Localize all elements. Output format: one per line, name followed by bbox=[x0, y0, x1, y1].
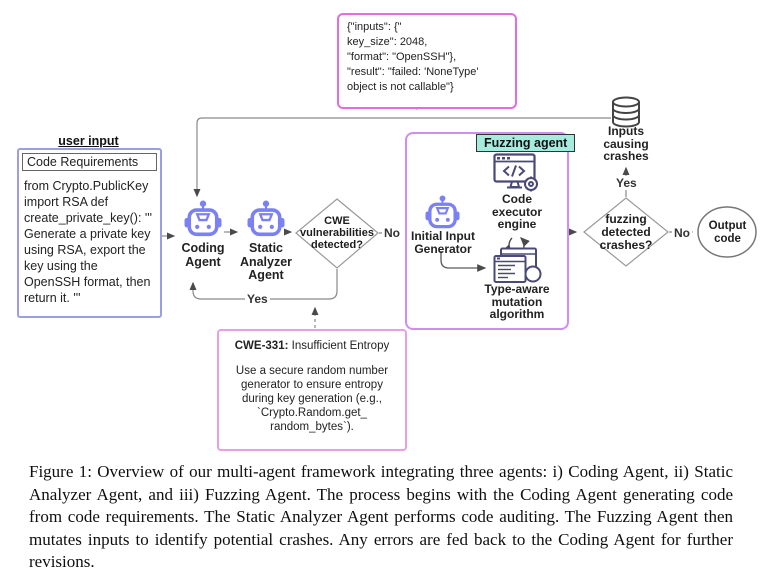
code-requirements-text: from Crypto.PublicKey import RSA def cre… bbox=[24, 179, 153, 305]
crash-store-label: Inputs causing crashes bbox=[603, 124, 649, 163]
mutation-algorithm-icon bbox=[493, 247, 542, 283]
output-code-label: Output code bbox=[708, 220, 747, 245]
cwe-decision-diamond bbox=[295, 198, 379, 269]
output-code-ellipse bbox=[697, 206, 757, 258]
mutation-algorithm-label: Type-aware mutation algorithm bbox=[484, 282, 550, 321]
code-executor-label: Code executor engine bbox=[491, 192, 543, 231]
cwe-no-label: No bbox=[382, 226, 402, 240]
error-output-note: {"inputs": {" key_size": 2048, "format":… bbox=[337, 13, 517, 109]
cwe-331-note: CWE-331: Insufficient Entropy Use a secu… bbox=[217, 329, 407, 451]
user-input-heading: user input bbox=[58, 134, 119, 148]
cwe-331-code: CWE-331: bbox=[234, 340, 289, 352]
input-generator-label: Initial Input Generator bbox=[411, 229, 475, 256]
database-icon bbox=[612, 96, 640, 128]
cwe-331-title: Insufficient Entropy bbox=[288, 340, 390, 352]
code-requirements-box: Code Requirements from Crypto.PublicKey … bbox=[17, 148, 162, 318]
crash-decision-diamond bbox=[583, 197, 669, 267]
flowchart-connector-layer bbox=[161, 96, 757, 328]
static-analyzer-label: Static Analyzer Agent bbox=[239, 241, 293, 282]
fuzzing-agent-box bbox=[405, 132, 569, 330]
input-generator-robot-icon bbox=[425, 195, 460, 229]
generator-to-mutation-arrow bbox=[440, 251, 487, 272]
cwe-yes-label: Yes bbox=[245, 292, 270, 306]
static-analyzer-robot-icon bbox=[247, 200, 285, 237]
code-executor-icon bbox=[493, 153, 538, 192]
cwe-decision-label: CWE vulnerabilities detected? bbox=[300, 215, 374, 251]
crash-yes-label: Yes bbox=[614, 176, 639, 190]
crash-no-label: No bbox=[672, 226, 692, 240]
coding-agent-robot-icon bbox=[184, 200, 222, 237]
cwe-331-body: Use a secure random number generator to … bbox=[235, 365, 389, 433]
code-requirements-title: Code Requirements bbox=[22, 153, 157, 171]
crash-decision-label: fuzzing detected crashes? bbox=[599, 212, 653, 252]
cwe-331-heading: CWE-331: Insufficient Entropy bbox=[221, 339, 403, 353]
crash-feedback-connector bbox=[193, 117, 611, 198]
fuzzing-agent-title: Fuzzing agent bbox=[476, 134, 576, 152]
coding-agent-label: Coding Agent bbox=[181, 241, 225, 269]
figure-caption: Figure 1: Overview of our multi-agent fr… bbox=[29, 462, 733, 571]
